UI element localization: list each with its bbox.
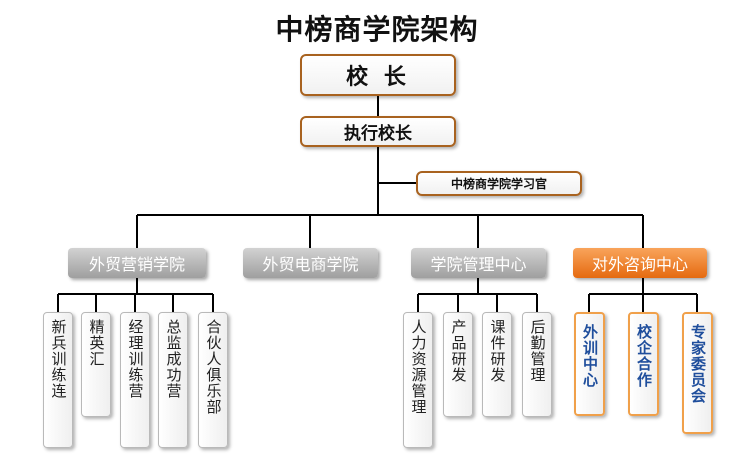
learning-officer-box: 中榜商学院学习官: [416, 171, 582, 196]
principal-box: 校 长: [300, 54, 456, 96]
chart-title: 中榜商学院架构: [275, 13, 479, 46]
sub-node: 课件研发: [482, 312, 512, 417]
executive-principal-label: 执行校长: [344, 124, 412, 144]
dept-foreign-trade-marketing: 外贸营销学院: [68, 248, 206, 278]
sub-node: 校企合作: [628, 312, 659, 416]
dept-label: 学院管理中心: [430, 255, 527, 274]
sub-node: 合伙人俱乐部: [198, 312, 228, 448]
executive-principal-box: 执行校长: [300, 116, 456, 147]
dept-management-center: 学院管理中心: [411, 248, 546, 278]
sub-node: 精英汇: [81, 312, 111, 417]
sub-node: 外训中心: [574, 312, 605, 416]
sub-node: 人力资源管理: [403, 312, 433, 448]
dept-label: 外贸营销学院: [88, 255, 185, 274]
sub-node: 产品研发: [443, 312, 473, 417]
dept-label: 对外咨询中心: [591, 255, 688, 274]
dept-foreign-trade-ecommerce: 外贸电商学院: [243, 248, 378, 278]
learning-officer-label: 中榜商学院学习官: [450, 177, 547, 191]
dept-consulting-center: 对外咨询中心: [573, 248, 707, 278]
dept-label: 外贸电商学院: [262, 255, 359, 274]
sub-node: 总监成功营: [158, 312, 188, 448]
principal-label: 校 长: [346, 65, 410, 90]
sub-node: 经理训练营: [120, 312, 150, 448]
sub-node: 专家委员会: [682, 312, 713, 434]
sub-node: 后勤管理: [522, 312, 552, 417]
sub-node: 新兵训练连: [43, 312, 73, 448]
